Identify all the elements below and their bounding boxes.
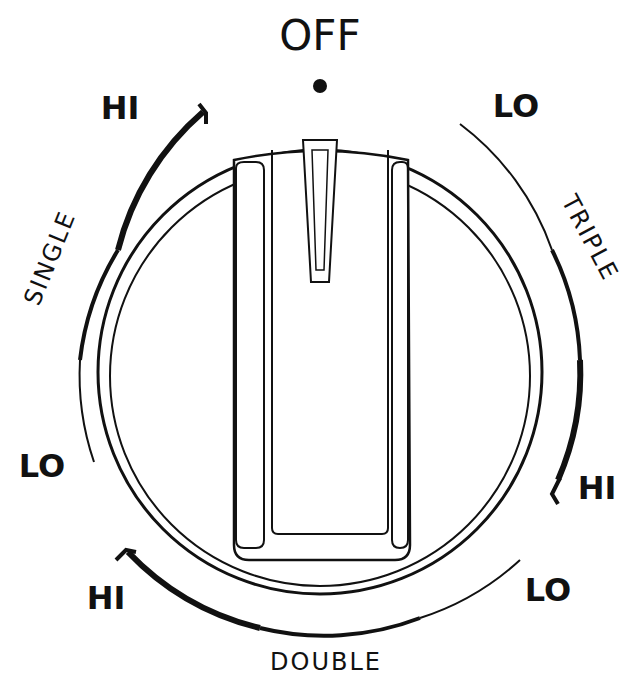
range-end-label: HI (101, 92, 140, 124)
double-range-arc (260, 618, 420, 636)
range-name: SINGLE (20, 207, 79, 308)
range-end-label: HI (578, 472, 617, 504)
off-label: OFF (279, 15, 360, 57)
range-end-label: LO (493, 90, 539, 122)
single-range-arc (80, 360, 94, 462)
range-stop-tick (552, 478, 560, 504)
range-end-label: LO (19, 450, 65, 482)
range-name: TRIPLE (557, 191, 622, 285)
triple-range-arc (552, 250, 580, 360)
double-range-arc (420, 560, 520, 618)
pointer-indicator (312, 150, 328, 270)
grip-right-ridge (392, 162, 408, 548)
grip-left-ridge (236, 162, 264, 548)
triple-range-arc (558, 360, 580, 480)
pointer-indicator (303, 140, 337, 282)
range-end-label: LO (525, 574, 571, 606)
range-name: DOUBLE (270, 650, 382, 674)
range-end-label: HI (87, 582, 126, 614)
range-stop-tick (116, 550, 136, 560)
off-dot (313, 79, 327, 93)
range-stop-tick (199, 104, 206, 124)
